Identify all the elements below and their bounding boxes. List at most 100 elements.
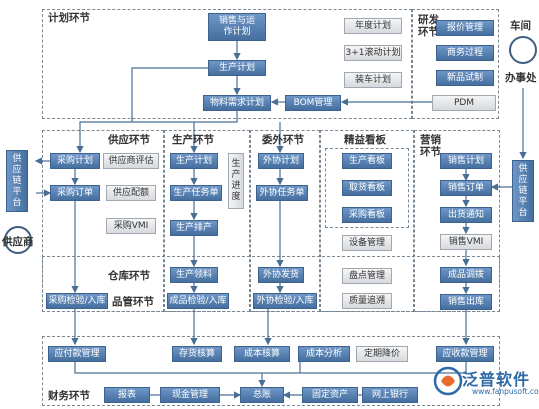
rnd-zone [412, 9, 499, 119]
fixed-assets-node-label: 固定资产 [311, 389, 348, 400]
pdm-node[interactable]: PDM [432, 95, 496, 111]
prod-board-node-label: 生产看板 [348, 155, 385, 166]
online-bank-node[interactable]: 网上银行 [362, 387, 418, 403]
out-plan-node[interactable]: 外协计划 [258, 153, 304, 169]
sales-out-node-label: 销售出库 [447, 296, 484, 307]
sales-order-node[interactable]: 销售订单 [440, 180, 492, 196]
report-node[interactable]: 报表 [104, 387, 150, 403]
quotation-node[interactable]: 报价管理 [436, 20, 494, 36]
section-plan: 计划环节 [48, 12, 90, 24]
purchase-order-node[interactable]: 采购订单 [50, 185, 100, 201]
purchase-vmi-node[interactable]: 采购VMI [106, 218, 156, 234]
out-inspect-node-label: 外协检验/入库 [256, 295, 314, 306]
sales-order-node-label: 销售订单 [447, 182, 484, 193]
rolling-plan-node[interactable]: 3+1滚动计划 [344, 45, 402, 61]
production-plan-node[interactable]: 生产计划 [208, 60, 266, 76]
cash-node[interactable]: 现金管理 [160, 387, 220, 403]
supply-chain-platform-right[interactable]: 供应链平台 [512, 160, 534, 222]
inventory-accounting-node[interactable]: 存货核算 [172, 346, 222, 362]
cost-accounting-node-label: 成本核算 [243, 348, 280, 359]
new-product-trial-node[interactable]: 新品试制 [436, 70, 494, 86]
supply-match-node[interactable]: 供应配额 [106, 185, 156, 201]
payable-node[interactable]: 应付款管理 [48, 346, 106, 362]
new-product-trial-node-label: 新品试制 [446, 72, 483, 83]
equipment-node[interactable]: 设备管理 [342, 235, 392, 251]
out-inspect-node[interactable]: 外协检验/入库 [253, 293, 317, 309]
price-adjust-node-label: 定期降价 [363, 348, 400, 359]
mrp-node-label: 物料需求计划 [209, 97, 264, 108]
ledger-node-label: 总账 [252, 389, 271, 400]
annual-plan-node[interactable]: 年度计划 [344, 18, 402, 34]
prod-schedule-node[interactable]: 生产排产 [170, 220, 218, 236]
business-process-node[interactable]: 商务过程 [436, 45, 494, 61]
fixed-assets-node[interactable]: 固定资产 [302, 387, 358, 403]
finished-transfer-node-label: 成品调拨 [447, 269, 484, 280]
prod-board-node[interactable]: 生产看板 [342, 153, 392, 169]
supply-chain-platform-left-label: 供应链平台 [12, 153, 22, 208]
cost-accounting-node[interactable]: 成本核算 [234, 346, 290, 362]
prod-material-node[interactable]: 生产领料 [170, 267, 218, 283]
section-outsourcing: 委外环节 [262, 134, 304, 146]
rolling-plan-node-label: 3+1滚动计划 [345, 47, 401, 58]
supplier-eval-node[interactable]: 供应商评估 [103, 153, 159, 169]
prod-progress-node[interactable]: 生产进度 [228, 153, 244, 209]
plan-zone [42, 9, 412, 119]
out-send-node[interactable]: 外协发货 [258, 267, 304, 283]
business-process-node-label: 商务过程 [446, 47, 483, 58]
section-marketing: 营销环节 [420, 134, 444, 158]
prod-material-node-label: 生产领料 [175, 269, 212, 280]
prod-schedule-node-label: 生产排产 [175, 222, 212, 233]
sales-out-node[interactable]: 销售出库 [440, 294, 492, 310]
cash-node-label: 现金管理 [171, 389, 208, 400]
ledger-node[interactable]: 总账 [240, 387, 284, 403]
finished-inspect-node-label: 成品检验/入库 [169, 295, 227, 306]
equipment-node-label: 设备管理 [348, 237, 385, 248]
prod-plan-node-label: 生产计划 [175, 155, 212, 166]
supply-match-node-label: 供应配额 [112, 187, 149, 198]
sales-plan-node[interactable]: 销售计划 [440, 153, 492, 169]
section-workshop: 车间 [510, 20, 531, 32]
shipping-plan-node[interactable]: 装车计划 [344, 72, 402, 88]
purchase-vmi-node-label: 采购VMI [113, 220, 149, 231]
supplier-node[interactable] [4, 226, 32, 254]
supply-chain-platform-left[interactable]: 供应链平台 [6, 150, 28, 212]
workshop-node[interactable] [509, 36, 537, 64]
quality-trace-node[interactable]: 质量追溯 [342, 293, 392, 309]
section-quality: 品管环节 [112, 296, 154, 308]
inventory-accounting-node-label: 存货核算 [178, 348, 215, 359]
prod-plan-node[interactable]: 生产计划 [170, 153, 218, 169]
section-marketing-text: 营销环节 [420, 134, 441, 158]
section-rnd: 研发环节 [418, 14, 442, 38]
prod-task-node-label: 生产任务单 [173, 187, 219, 198]
out-plan-node-label: 外协计划 [262, 155, 299, 166]
finished-transfer-node[interactable]: 成品调拨 [440, 267, 492, 283]
price-adjust-node[interactable]: 定期降价 [356, 346, 408, 362]
inventory-node[interactable]: 盘点管理 [342, 268, 392, 284]
sales-vmi-node[interactable]: 销售VMI [440, 234, 492, 250]
purchase-plan-node[interactable]: 采购计划 [50, 153, 100, 169]
section-lean: 精益看板 [344, 134, 386, 146]
purchase-board-node-label: 采购看板 [348, 209, 385, 220]
finance-zone [42, 336, 500, 406]
finished-inspect-node[interactable]: 成品检验/入库 [167, 293, 229, 309]
purchase-inspect-node-label: 采购检验/入库 [48, 295, 106, 306]
receivable-node[interactable]: 应收款管理 [436, 346, 494, 362]
purchase-inspect-node[interactable]: 采购检验/入库 [46, 293, 108, 309]
mrp-node[interactable]: 物料需求计划 [203, 95, 271, 111]
pick-board-node[interactable]: 取货看板 [342, 180, 392, 196]
bom-node[interactable]: BOM管理 [285, 95, 341, 111]
cost-analysis-node[interactable]: 成本分析 [298, 346, 350, 362]
out-task-node[interactable]: 外协任务单 [256, 185, 308, 201]
quality-trace-node-label: 质量追溯 [348, 295, 385, 306]
prod-task-node[interactable]: 生产任务单 [170, 185, 222, 201]
bom-node-label: BOM管理 [293, 97, 333, 108]
delivery-notice-node-label: 出货通知 [447, 209, 484, 220]
lean-board-subzone [325, 148, 409, 228]
purchase-board-node[interactable]: 采购看板 [342, 207, 392, 223]
sales-operation-plan[interactable]: 销售与运作计划 [208, 13, 266, 41]
fanpu-logo-icon [433, 366, 463, 396]
delivery-notice-node[interactable]: 出货通知 [440, 207, 492, 223]
pdm-node-label: PDM [453, 97, 475, 108]
quotation-node-label: 报价管理 [446, 22, 483, 33]
annual-plan-node-label: 年度计划 [354, 20, 391, 31]
